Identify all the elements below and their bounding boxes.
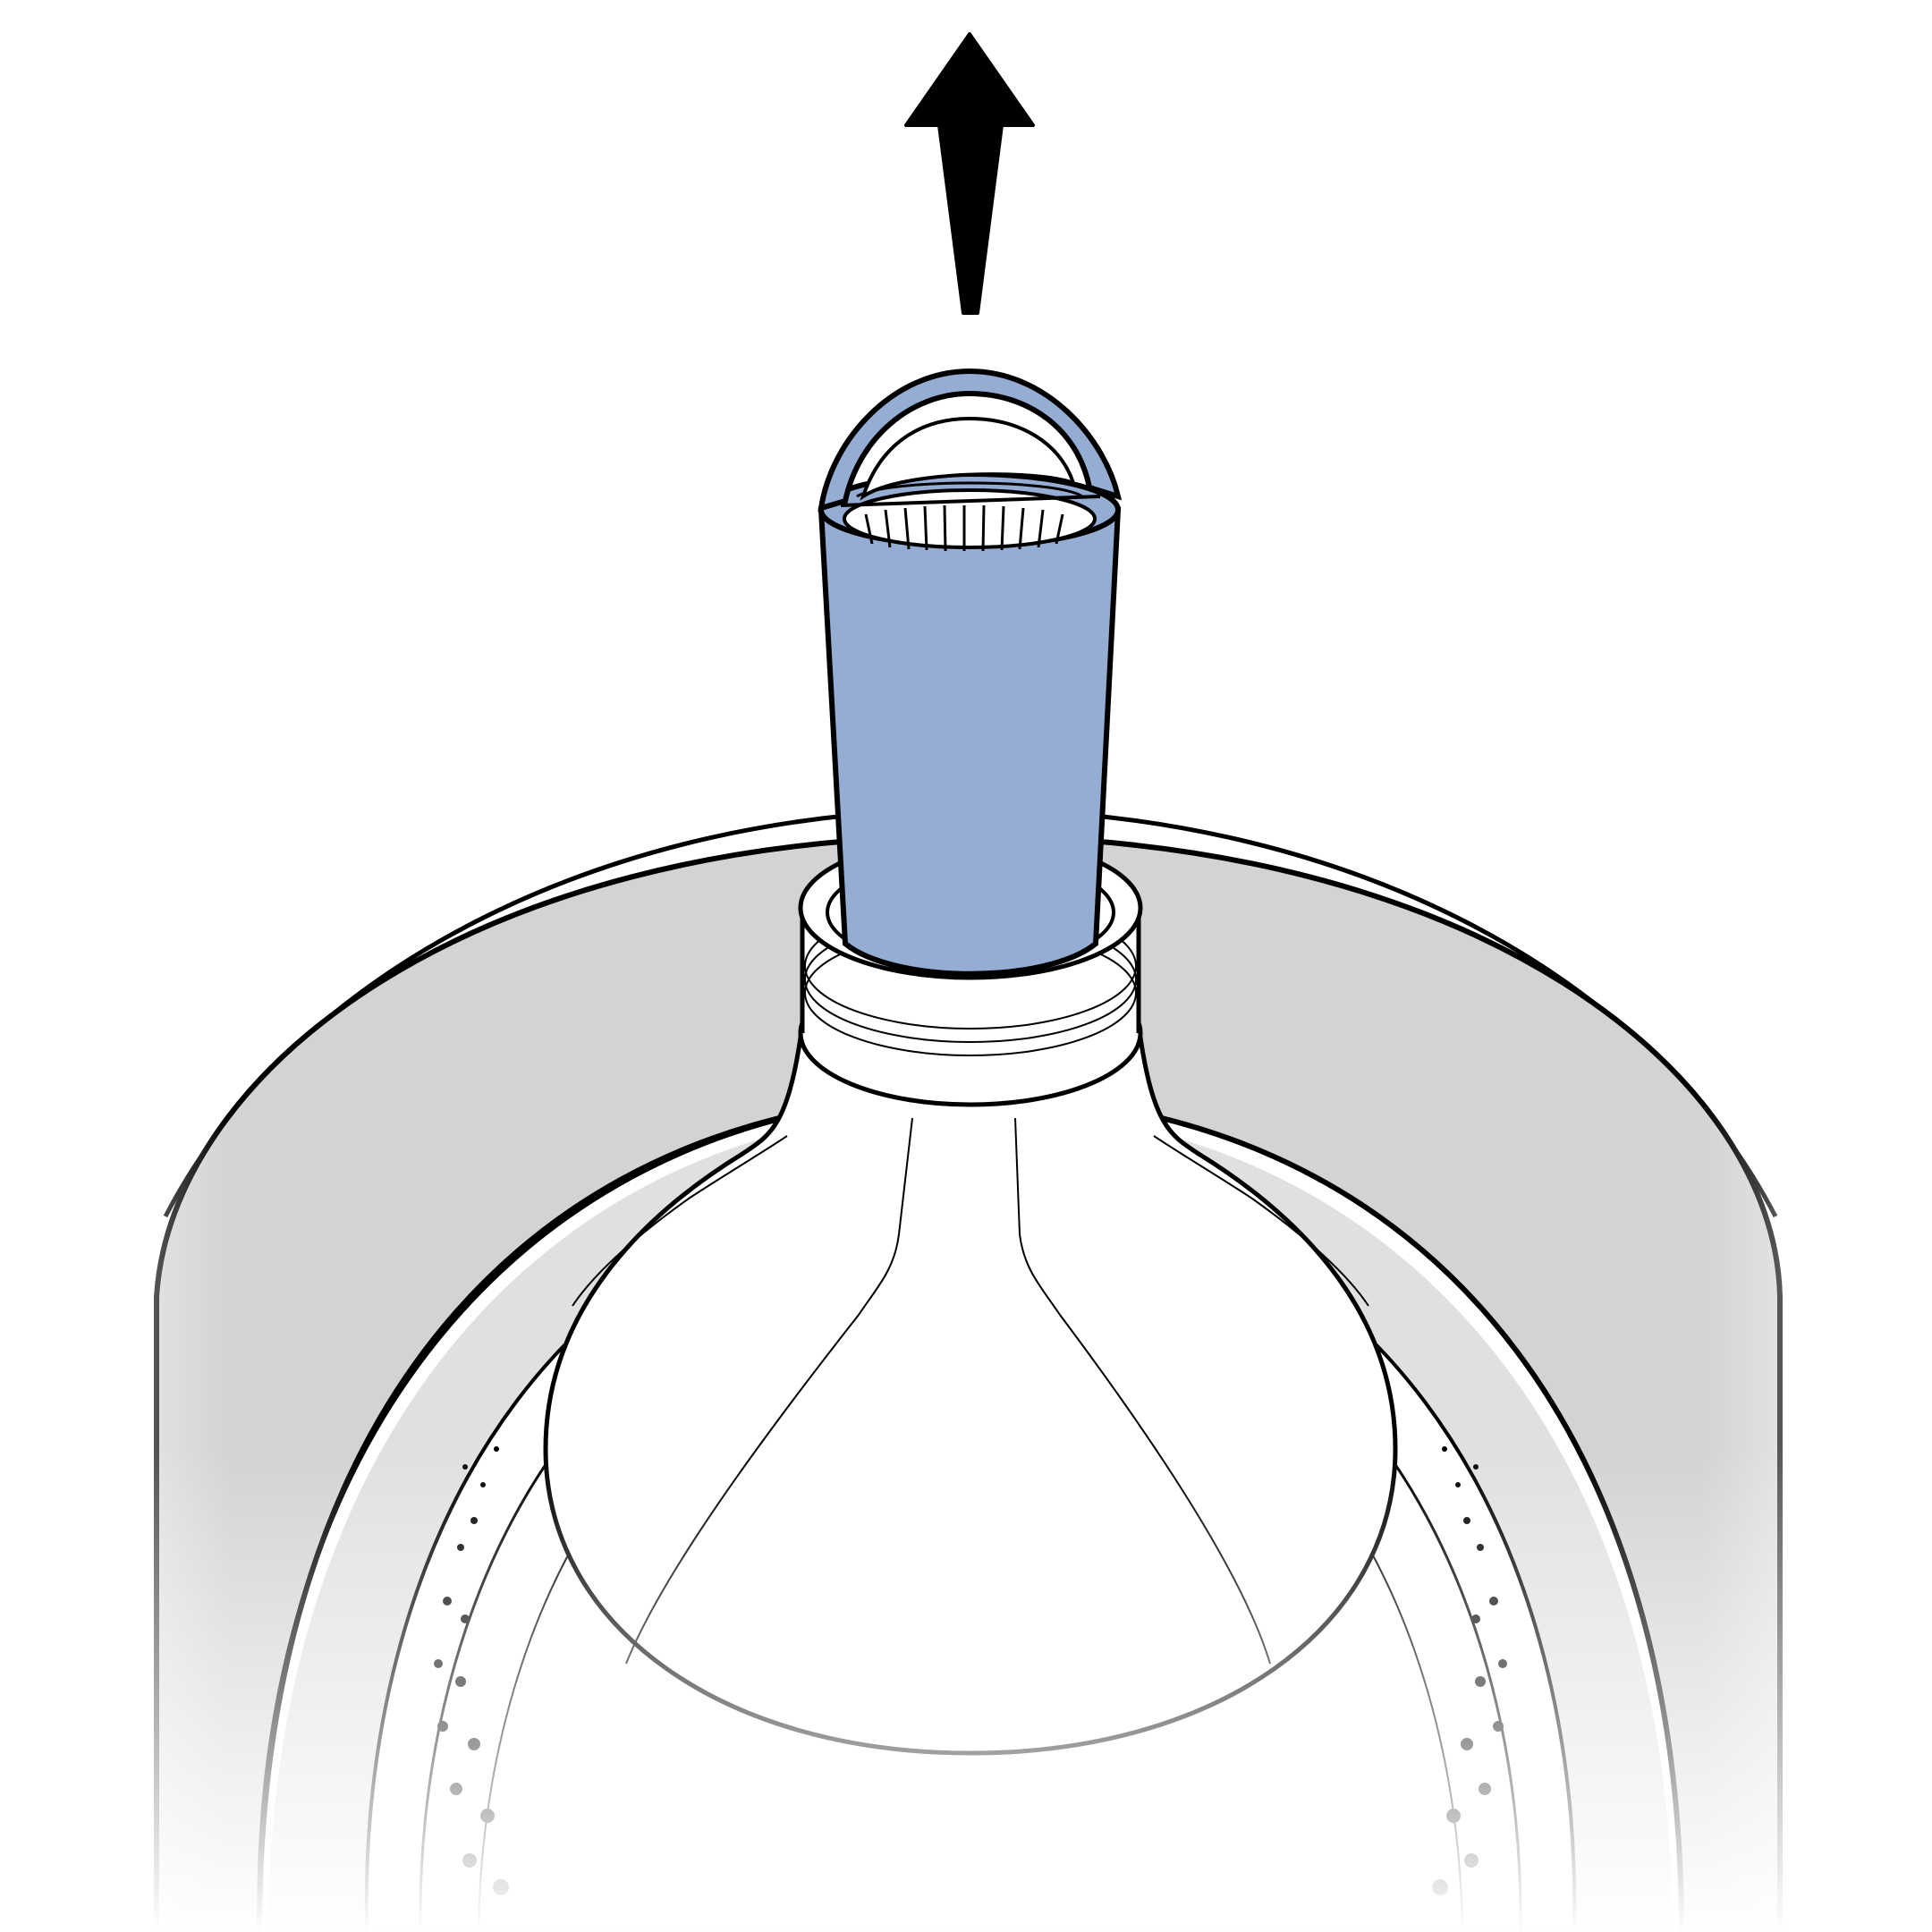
fade-sides [0, 1073, 1932, 1932]
